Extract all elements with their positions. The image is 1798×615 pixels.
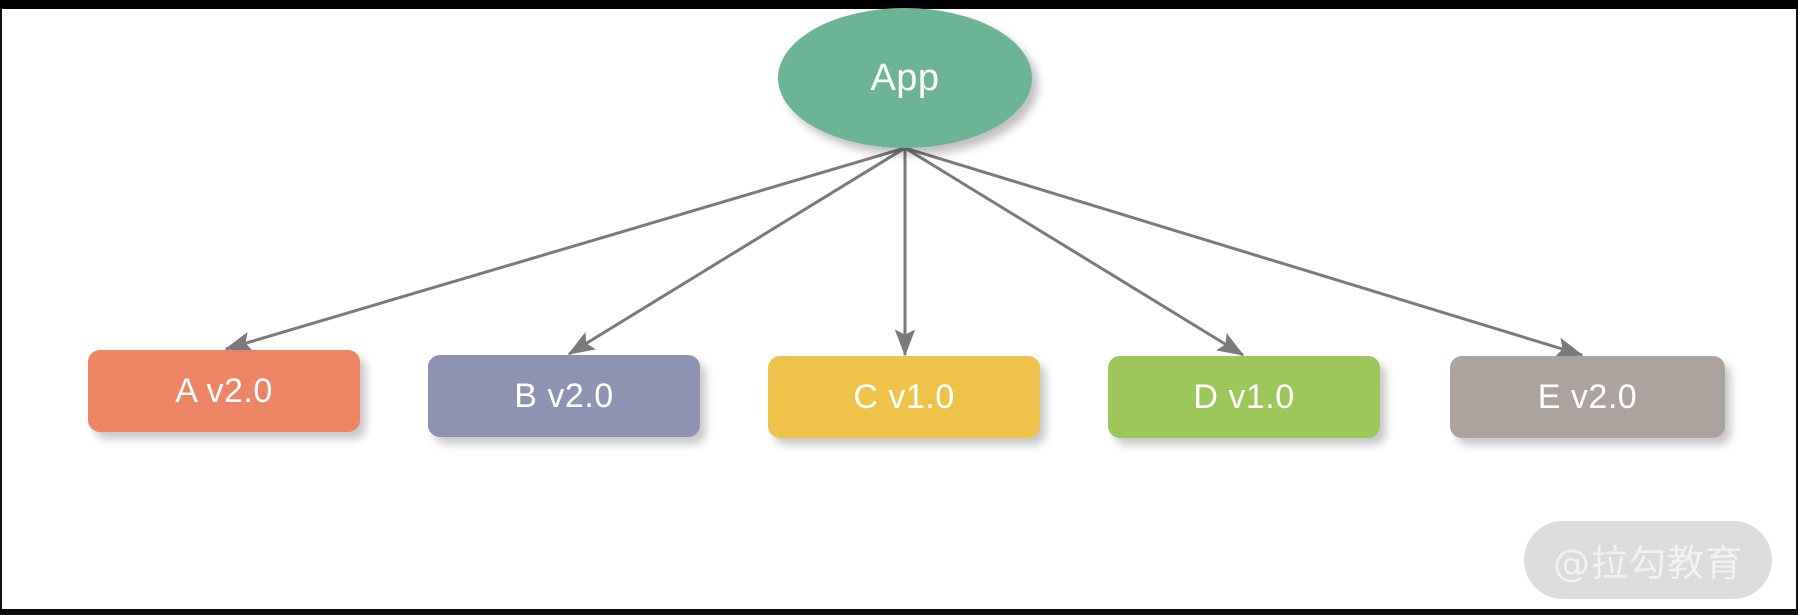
node-b-label: B v2.0: [514, 376, 614, 415]
letterbox-edge-right: [1796, 9, 1798, 609]
edge-app-to-e: [904, 146, 1584, 358]
node-c[interactable]: C v1.0: [768, 356, 1040, 438]
node-d-label: D v1.0: [1193, 377, 1295, 416]
node-a[interactable]: A v2.0: [88, 350, 360, 432]
node-c-label: C v1.0: [853, 377, 955, 416]
watermark-text: @拉勾教育: [1553, 542, 1743, 585]
edge-app-to-b: [567, 146, 906, 356]
watermark-badge: @拉勾教育: [1524, 521, 1772, 599]
node-e-label: E v2.0: [1537, 377, 1638, 416]
node-e[interactable]: E v2.0: [1450, 356, 1725, 438]
edge-app-to-d: [904, 146, 1245, 357]
letterbox-edge-left: [0, 9, 2, 609]
edge-app-to-a: [224, 146, 906, 352]
node-a-label: A v2.0: [175, 371, 273, 410]
node-app[interactable]: App: [778, 8, 1032, 148]
node-d[interactable]: D v1.0: [1108, 356, 1380, 438]
node-app-label: App: [870, 56, 940, 99]
node-b[interactable]: B v2.0: [428, 355, 700, 437]
letterbox-bar-top: [0, 0, 1798, 9]
letterbox-bar-bottom: [0, 609, 1798, 615]
